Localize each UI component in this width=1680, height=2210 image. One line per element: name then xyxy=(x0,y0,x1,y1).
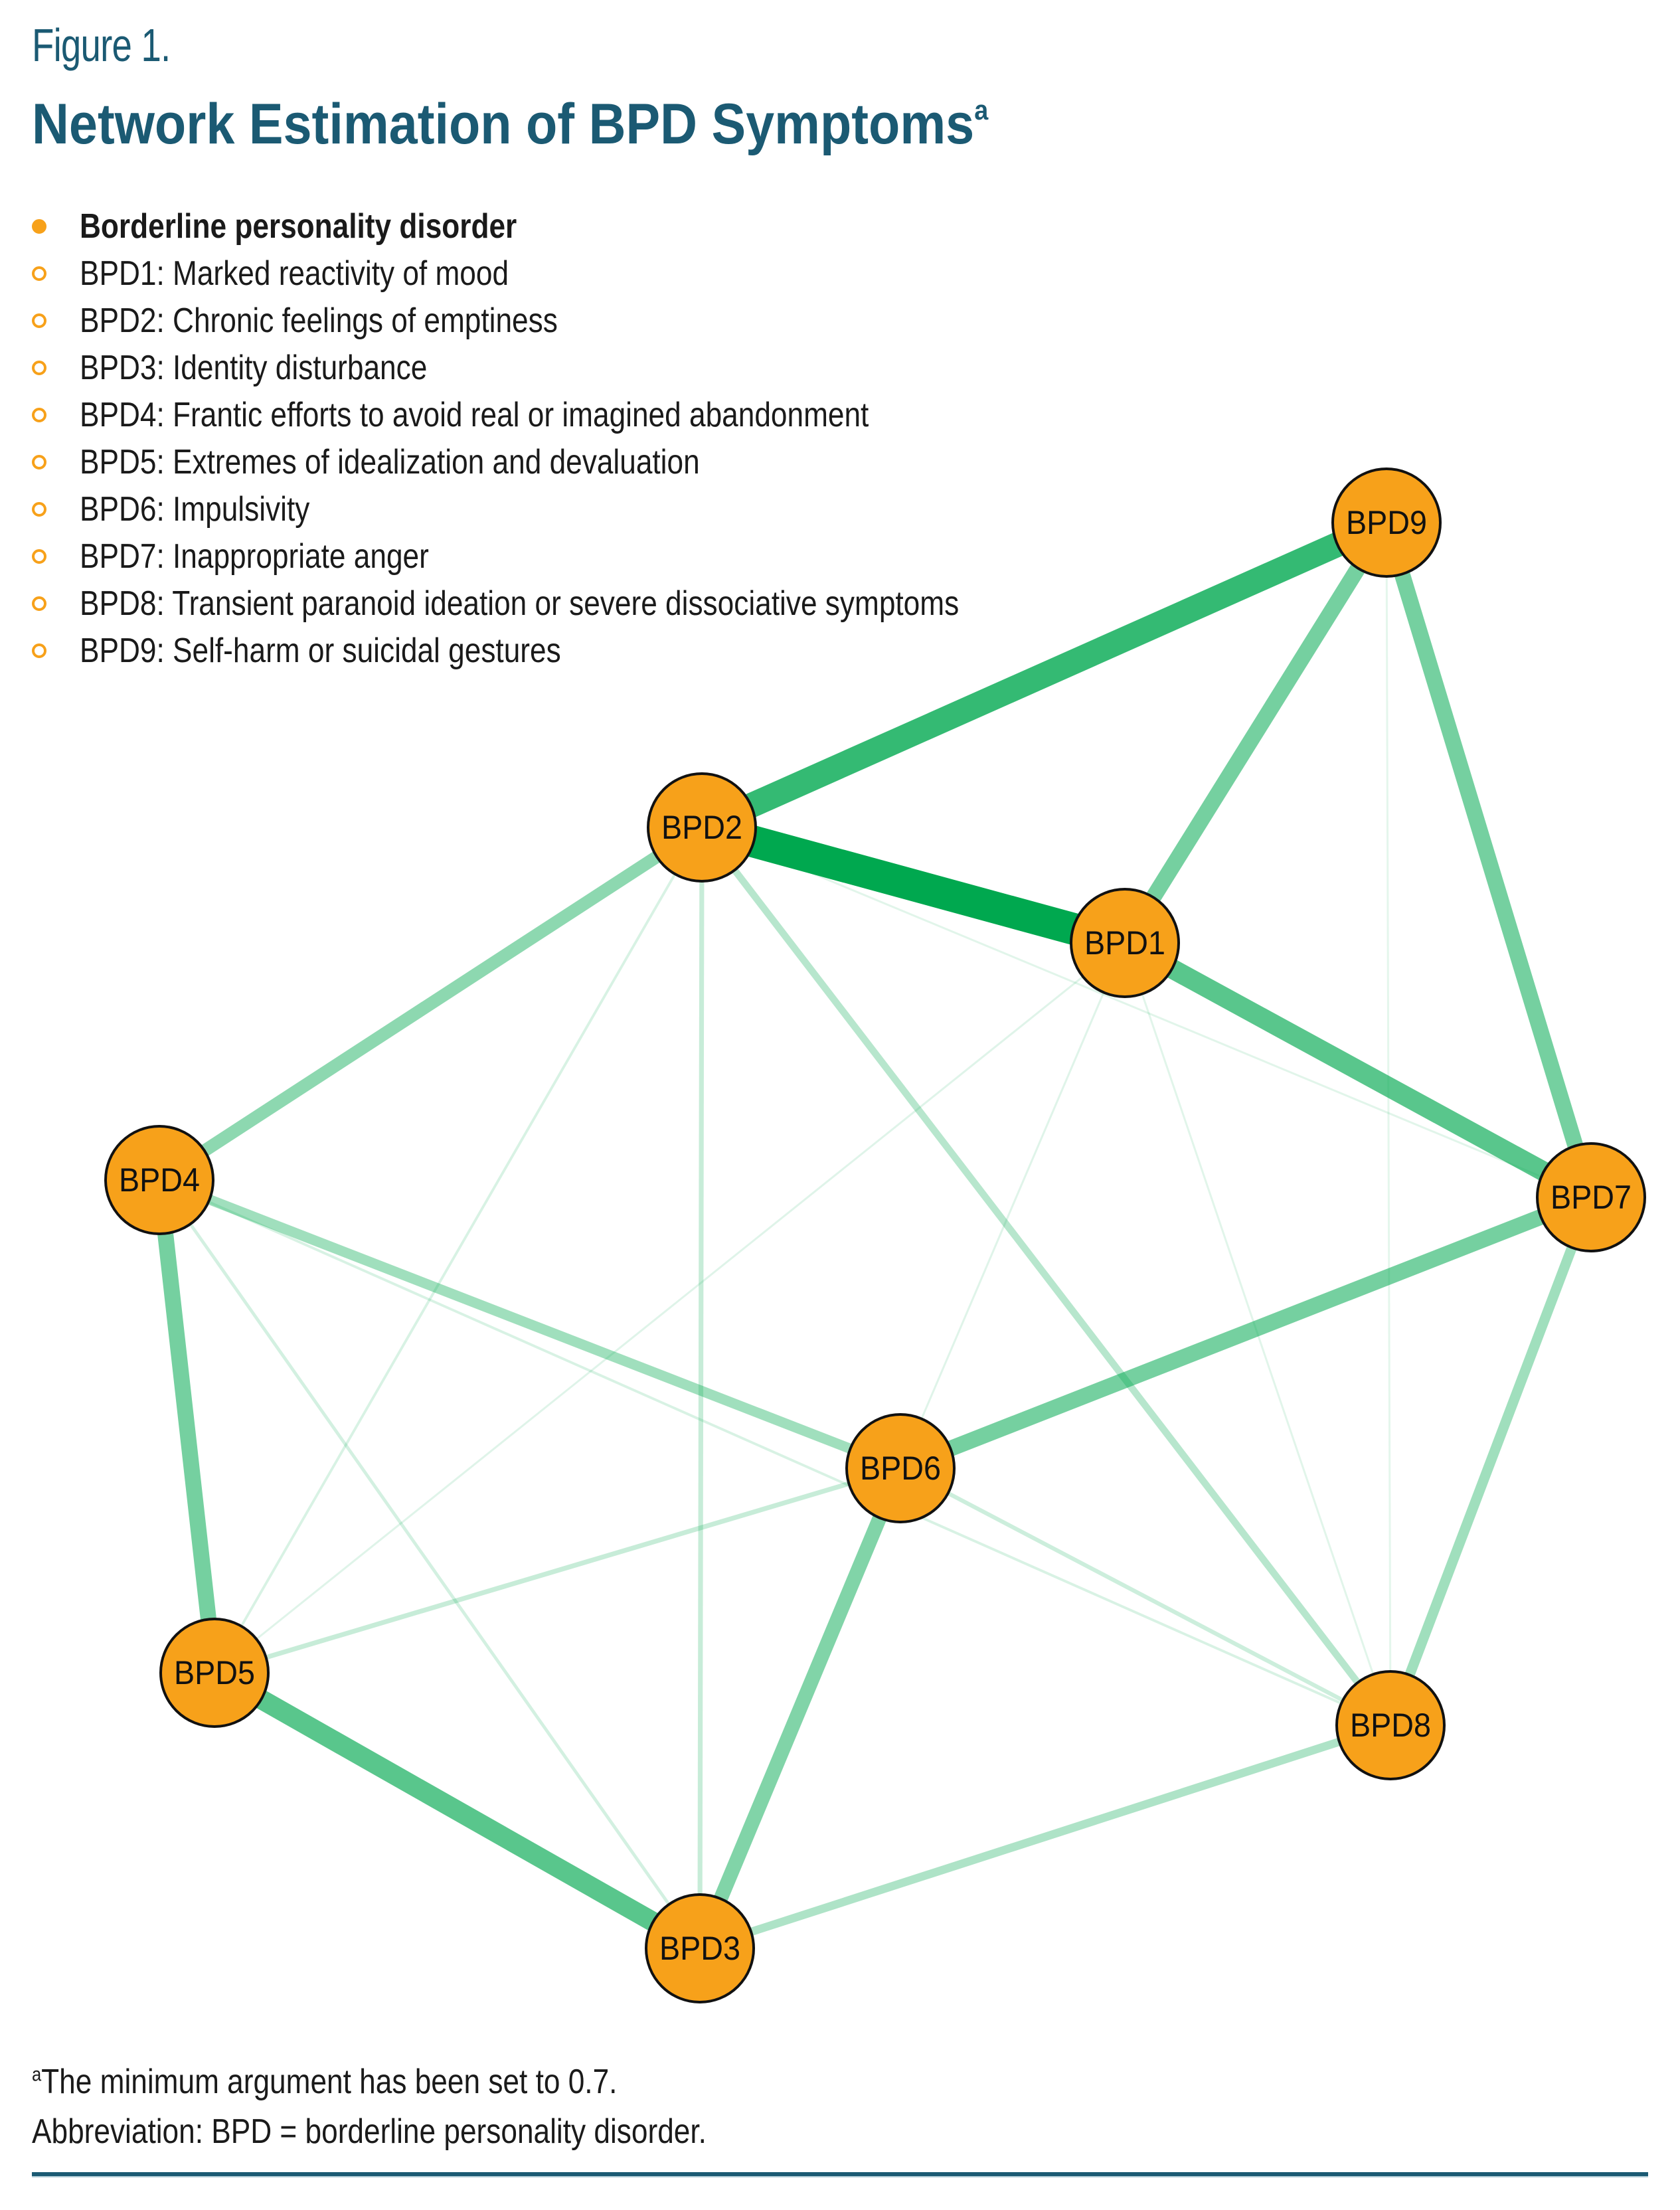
node-circle xyxy=(645,1893,755,2003)
legend-item: BPD2: Chronic feelings of emptiness xyxy=(32,297,1114,344)
node-bpd5: BPD5 xyxy=(159,1618,270,1728)
edges-layer xyxy=(151,511,1599,1957)
title-footnote-marker: a xyxy=(974,94,989,126)
edge-bpd5-bpd3 xyxy=(209,1664,705,1957)
node-label: BPD1 xyxy=(1084,924,1165,962)
legend-item-text: BPD8: Transient paranoid ideation or sev… xyxy=(80,584,960,623)
legend-header: Borderline personality disorder xyxy=(32,203,1114,250)
footnote-a: aThe minimum argument has been set to 0.… xyxy=(32,2062,617,2102)
legend-item-text: BPD5: Extremes of idealization and deval… xyxy=(80,442,700,481)
edge-bpd9-bpd7 xyxy=(1379,520,1599,1200)
edge-bpd2-bpd7 xyxy=(701,826,1592,1199)
edge-bpd4-bpd8 xyxy=(159,1179,1391,1727)
node-bpd3: BPD3 xyxy=(645,1893,755,2003)
hollow-bullet-icon xyxy=(32,407,46,422)
edge-bpd2-bpd5 xyxy=(213,827,703,1673)
node-label: BPD3 xyxy=(659,1930,740,1967)
hollow-bullet-icon xyxy=(32,266,46,281)
node-circle xyxy=(104,1125,214,1235)
node-bpd4: BPD4 xyxy=(104,1125,214,1235)
edge-bpd9-bpd8 xyxy=(1385,522,1392,1726)
node-label: BPD2 xyxy=(661,809,742,846)
hollow-bullet-icon xyxy=(32,643,46,658)
edge-bpd2-bpd3 xyxy=(697,827,705,1949)
legend-item-text: BPD2: Chronic feelings of emptiness xyxy=(80,301,558,340)
node-circle xyxy=(1536,1142,1646,1252)
node-bpd1: BPD1 xyxy=(1070,888,1180,998)
node-circle xyxy=(647,772,757,883)
footnote-a-text: The minimum argument has been set to 0.7… xyxy=(41,2063,618,2101)
title-text: Network Estimation of BPD Symptoms xyxy=(32,92,975,156)
legend-header-text: Borderline personality disorder xyxy=(80,207,517,246)
hollow-bullet-icon xyxy=(32,549,46,564)
node-label: BPD5 xyxy=(174,1654,255,1691)
figure-title: Network Estimation of BPD Symptomsa xyxy=(32,92,988,157)
legend-item: BPD3: Identity disturbance xyxy=(32,344,1114,391)
node-circle xyxy=(845,1413,956,1523)
edge-bpd6-bpd3 xyxy=(693,1465,907,1952)
node-bpd8: BPD8 xyxy=(1335,1670,1446,1780)
hollow-bullet-icon xyxy=(32,501,46,517)
node-label: BPD9 xyxy=(1346,504,1427,541)
hollow-bullet-icon xyxy=(32,360,46,375)
edge-bpd1-bpd7 xyxy=(1120,934,1596,1207)
edge-bpd2-bpd9 xyxy=(697,511,1392,839)
legend-item: BPD6: Impulsivity xyxy=(32,485,1114,533)
hollow-bullet-icon xyxy=(32,454,46,469)
node-label: BPD6 xyxy=(860,1450,941,1487)
edge-bpd6-bpd8 xyxy=(899,1466,1392,1727)
edge-bpd4-bpd3 xyxy=(158,1179,701,1950)
node-label: BPD4 xyxy=(119,1161,200,1199)
footnote-marker: a xyxy=(32,2063,42,2086)
legend-item: BPD4: Frantic efforts to avoid real or i… xyxy=(32,391,1114,438)
legend-item-text: BPD9: Self-harm or suicidal gestures xyxy=(80,631,561,670)
node-bpd9: BPD9 xyxy=(1331,468,1442,578)
node-bpd2: BPD2 xyxy=(647,772,757,883)
legend-item-text: BPD3: Identity disturbance xyxy=(80,348,428,387)
node-circle xyxy=(1331,468,1442,578)
legend-item: BPD5: Extremes of idealization and deval… xyxy=(32,438,1114,485)
legend-item-text: BPD4: Frantic efforts to avoid real or i… xyxy=(80,395,869,434)
edge-bpd4-bpd5 xyxy=(151,1179,222,1674)
legend-item: BPD1: Marked reactivity of mood xyxy=(32,250,1114,297)
edge-bpd4-bpd2 xyxy=(155,821,706,1186)
edge-bpd9-bpd1 xyxy=(1118,518,1394,948)
edge-bpd6-bpd7 xyxy=(897,1189,1594,1476)
edge-bpd5-bpd6 xyxy=(213,1466,902,1675)
edge-bpd1-bpd6 xyxy=(899,942,1126,1469)
legend-item-text: BPD7: Inappropriate anger xyxy=(80,537,429,576)
node-label: BPD8 xyxy=(1350,1707,1431,1744)
edge-bpd4-bpd6 xyxy=(157,1175,902,1474)
legend-item-text: BPD6: Impulsivity xyxy=(80,489,310,529)
legend-item-text: BPD1: Marked reactivity of mood xyxy=(80,254,509,293)
hollow-bullet-icon xyxy=(32,313,46,328)
edge-bpd2-bpd8 xyxy=(699,825,1394,1728)
footnote-abbreviation: Abbreviation: BPD = borderline personali… xyxy=(32,2112,707,2151)
node-label: BPD7 xyxy=(1551,1179,1632,1216)
edge-bpd1-bpd5 xyxy=(214,942,1126,1674)
figure-label: Figure 1. xyxy=(32,19,171,71)
edge-bpd7-bpd8 xyxy=(1385,1195,1596,1727)
legend-item: BPD8: Transient paranoid ideation or sev… xyxy=(32,580,1114,627)
filled-bullet-icon xyxy=(32,218,46,234)
node-bpd7: BPD7 xyxy=(1536,1142,1646,1252)
node-circle xyxy=(159,1618,270,1728)
bottom-rule xyxy=(32,2172,1648,2177)
hollow-bullet-icon xyxy=(32,596,46,611)
node-bpd6: BPD6 xyxy=(845,1413,956,1523)
node-circle xyxy=(1070,888,1180,998)
legend: Borderline personality disorder BPD1: Ma… xyxy=(32,203,1114,674)
legend-item: BPD9: Self-harm or suicidal gestures xyxy=(32,627,1114,674)
edge-bpd3-bpd8 xyxy=(699,1721,1392,1952)
node-circle xyxy=(1335,1670,1446,1780)
legend-item: BPD7: Inappropriate anger xyxy=(32,533,1114,580)
edge-bpd2-bpd1 xyxy=(697,811,1130,959)
